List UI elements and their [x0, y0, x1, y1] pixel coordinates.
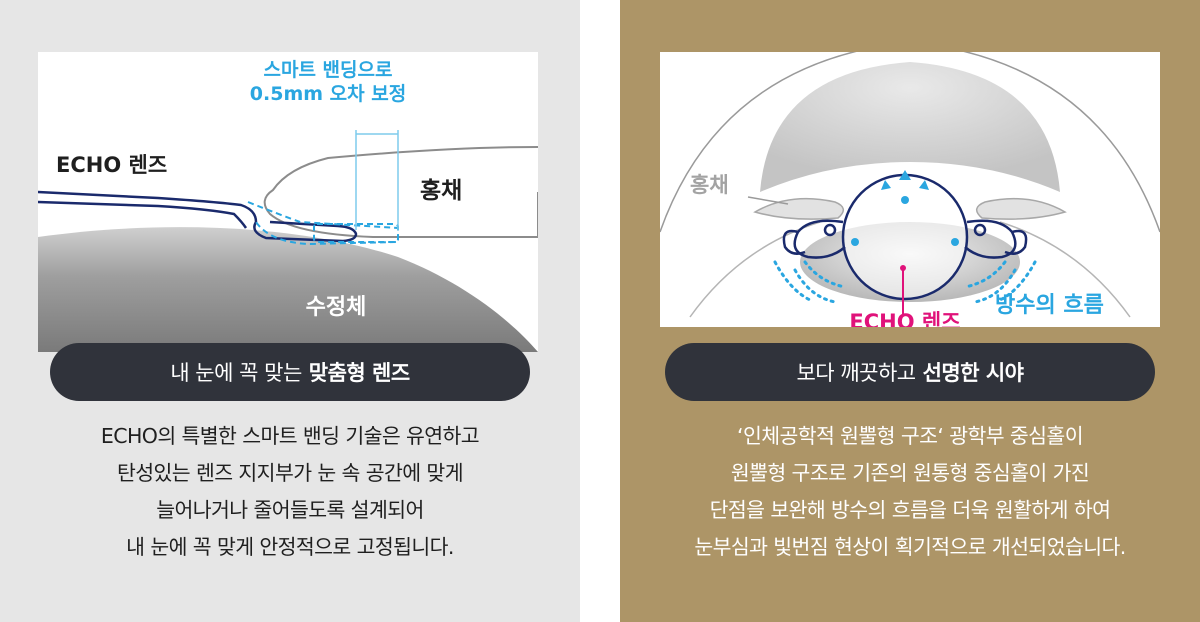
description-right: ‘인체공학적 원뿔형 구조‘ 광학부 중심홀이 원뿔형 구조로 기존의 원통형 … [620, 418, 1200, 566]
flow-label: 방수의 흐름 [995, 293, 1104, 318]
callout-line2: 0.5mm 오차 보정 [250, 83, 406, 105]
aqueous-flow-illustration: 홍채 ECHO 렌즈 방수의 흐름 [660, 52, 1160, 327]
description-line: 늘어나거나 줄어들도록 설계되어 [156, 498, 424, 522]
pill-left-bold: 맞춤형 렌즈 [308, 361, 410, 385]
description-line: 단점을 보완해 방수의 흐름을 더욱 원활하게 하여 [709, 498, 1111, 522]
lens-label: ECHO 렌즈 [849, 310, 960, 327]
iris-shape [263, 146, 538, 238]
eye-flow-diagram: 홍채 ECHO 렌즈 방수의 흐름 [660, 52, 1160, 327]
iris-label: 홍채 [690, 173, 729, 197]
iris-pointer-line [747, 196, 789, 205]
description-line: 원뿔형 구조로 기존의 원통형 중심홀이 가진 [730, 461, 1090, 485]
cornea-shape [760, 62, 1060, 192]
description-line: ECHO의 특별한 스마트 밴딩 기술은 유연하고 [100, 424, 480, 448]
lens-fit-illustration: 스마트 밴딩으로 0.5mm 오차 보정 ECHO 렌즈 홍채 수정체 [38, 59, 538, 352]
dotted-flow-lines [773, 260, 1037, 304]
iris-right-shape [976, 197, 1067, 220]
callout-line1: 스마트 밴딩으로 [264, 59, 393, 81]
feature-pill-right: 보다 깨끗하고 선명한 시야 [665, 343, 1155, 401]
pill-right-bold: 선명한 시야 [922, 361, 1024, 385]
left-panel: 스마트 밴딩으로 0.5mm 오차 보정 ECHO 렌즈 홍채 수정체 내 눈에… [0, 0, 580, 622]
iris-left-shape [753, 197, 844, 220]
lens-haptic [38, 190, 358, 243]
pill-left-normal: 내 눈에 꼭 맞는 [170, 361, 302, 385]
description-line: 눈부심과 빛번짐 현상이 획기적으로 개선되었습니다. [694, 535, 1126, 559]
right-panel: 홍채 ECHO 렌즈 방수의 흐름 보다 깨끗하고 선명한 시야 ‘인체공학적 … [620, 0, 1200, 622]
crystalline-lens-shape [38, 227, 538, 352]
central-flow-arrows [851, 170, 959, 246]
panel-separator [580, 0, 620, 622]
description-line: 내 눈에 꼭 맞게 안정적으로 고정됩니다. [126, 535, 454, 559]
crystalline-lens-label: 수정체 [306, 295, 367, 320]
echo-lens-outline [782, 173, 1028, 301]
description-line: 탄성있는 렌즈 지지부가 눈 속 공간에 맞게 [117, 461, 464, 485]
feature-pill-left: 내 눈에 꼭 맞는 맞춤형 렌즈 [50, 343, 530, 401]
lens-label: ECHO 렌즈 [56, 153, 167, 177]
iris-label: 홍채 [420, 178, 462, 204]
description-left: ECHO의 특별한 스마트 밴딩 기술은 유연하고 탄성있는 렌즈 지지부가 눈… [0, 418, 580, 566]
pill-right-normal: 보다 깨끗하고 [796, 361, 916, 385]
lens-fit-diagram: 스마트 밴딩으로 0.5mm 오차 보정 ECHO 렌즈 홍채 수정체 [38, 52, 538, 352]
description-line: ‘인체공학적 원뿔형 구조‘ 광학부 중심홀이 [737, 424, 1084, 448]
